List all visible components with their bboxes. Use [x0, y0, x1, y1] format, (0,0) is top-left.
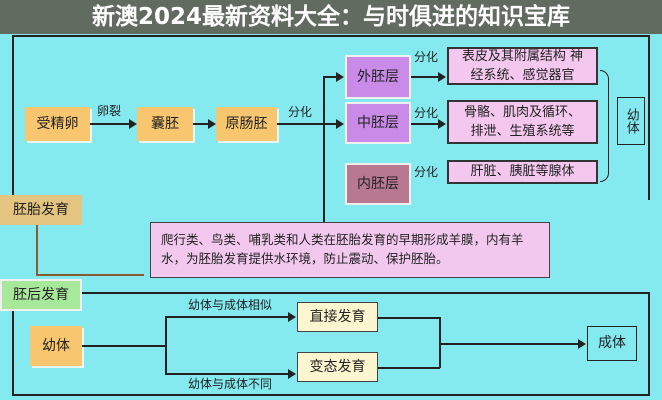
connector	[90, 123, 130, 125]
differentiate-label: 分化	[288, 105, 313, 119]
frame-line	[648, 35, 650, 200]
postembryo-section-label: 胚后发育	[0, 279, 82, 311]
connector	[378, 317, 440, 319]
connector	[277, 123, 337, 125]
connector	[323, 76, 337, 78]
similar-label: 幼体与成体相似	[188, 298, 273, 312]
arrow-icon	[438, 119, 446, 129]
embryo-section-label: 胚胎发育	[0, 195, 82, 225]
arrow-icon	[336, 72, 344, 82]
differentiate-label: 分化	[414, 50, 439, 64]
connector	[82, 345, 166, 347]
endoderm-output: 肝脏、胰脏等腺体	[447, 160, 598, 184]
adult-box: 成体	[587, 326, 637, 361]
mesoderm-output: 骨骼、肌肉及循环、 排泄、生殖系统等	[447, 100, 598, 144]
connector	[439, 343, 579, 345]
gastrula-box: 原肠胚	[216, 107, 277, 141]
title-overlay-band	[0, 0, 662, 34]
blastula-box: 囊胚	[137, 107, 193, 141]
arrow-icon	[578, 339, 586, 349]
connector	[323, 76, 325, 226]
mesoderm-box: 中胚层	[345, 102, 411, 144]
frame-line	[12, 394, 650, 396]
zygote-box: 受精卵	[25, 107, 90, 141]
connector	[193, 123, 209, 125]
ectoderm-output: 表皮及其附属结构 神经系统、感觉器官	[447, 47, 598, 85]
arrow-icon	[129, 119, 137, 129]
connector	[165, 373, 289, 375]
differentiate-label: 分化	[414, 165, 439, 179]
connector	[36, 225, 38, 275]
overlay-title: 新澳2024最新资料大全：与时俱进的知识宝库	[91, 4, 570, 30]
connector	[165, 316, 167, 374]
juvenile-box: 幼体	[617, 97, 645, 145]
amnion-note: 爬行类、鸟类、哺乳类和人类在胚胎发育的早期形成羊膜，内有羊水，为胚胎发育提供水环…	[150, 222, 550, 278]
brace	[600, 70, 609, 182]
connector	[36, 274, 144, 276]
differentiate-label: 分化	[414, 106, 439, 120]
frame-line	[648, 292, 650, 396]
ectoderm-box: 外胚层	[345, 55, 411, 99]
frame-line	[12, 292, 14, 396]
arrow-icon	[336, 119, 344, 129]
connector	[411, 123, 439, 125]
connector	[439, 317, 441, 368]
juvenile-box: 幼体	[30, 326, 82, 366]
frame-line	[12, 35, 14, 200]
arrow-icon	[208, 119, 216, 129]
arrow-icon	[288, 369, 296, 379]
connector	[378, 367, 440, 369]
frame-line	[12, 292, 650, 294]
metamorphosis-box: 变态发育	[297, 352, 378, 382]
frame-line	[12, 35, 650, 37]
different-label: 幼体与成体不同	[188, 377, 273, 391]
arrow-icon	[438, 72, 446, 82]
connector	[165, 316, 289, 318]
arrow-icon	[288, 312, 296, 322]
endoderm-box: 内胚层	[345, 163, 411, 205]
direct-development-box: 直接发育	[297, 302, 378, 332]
connector	[411, 76, 439, 78]
cleavage-label: 卵裂	[97, 104, 122, 118]
